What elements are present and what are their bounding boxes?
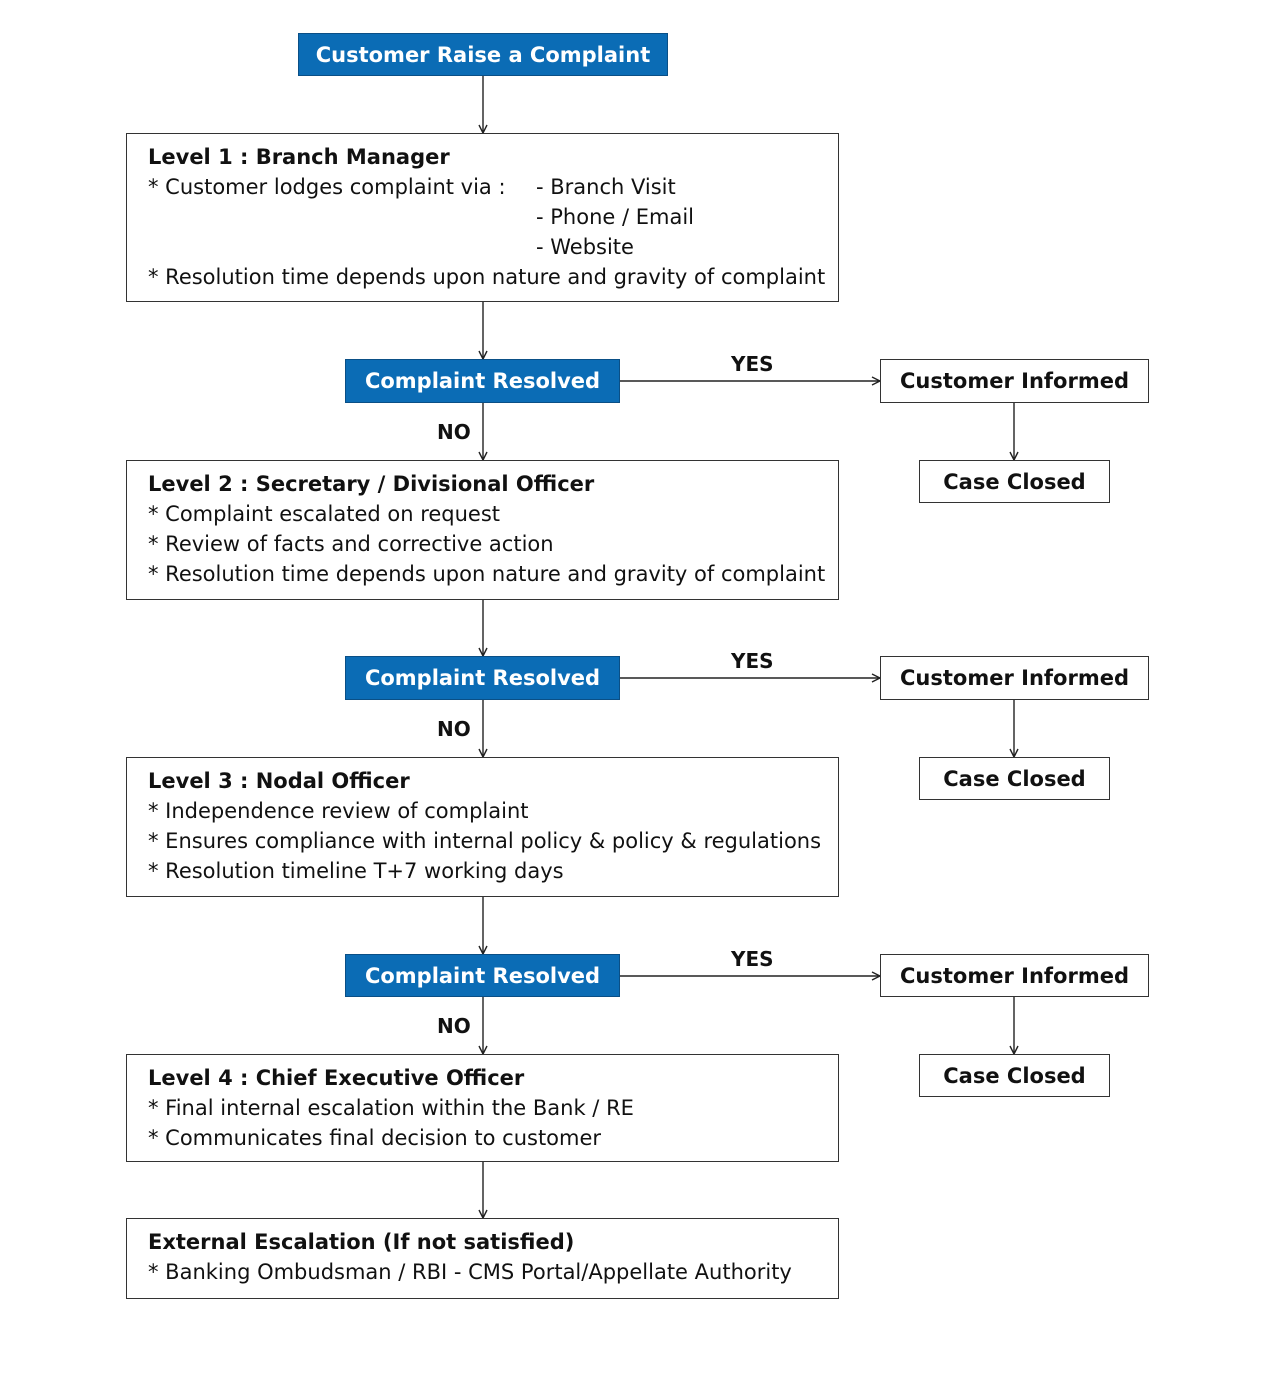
case-closed-2-label: Case Closed bbox=[943, 766, 1086, 791]
level-2-title: Level 2 : Secretary / Divisional Officer bbox=[148, 472, 595, 496]
customer-informed-3-label: Customer Informed bbox=[900, 963, 1129, 988]
customer-informed-1: Customer Informed bbox=[880, 359, 1149, 403]
customer-informed-2: Customer Informed bbox=[880, 656, 1149, 700]
level-3-title: Level 3 : Nodal Officer bbox=[148, 769, 410, 793]
level-2-line: * Complaint escalated on request bbox=[148, 502, 501, 526]
decision-2-label: Complaint Resolved bbox=[364, 666, 601, 690]
level-1-lodge-text: * Customer lodges complaint via : bbox=[148, 175, 506, 199]
case-closed-1: Case Closed bbox=[919, 460, 1110, 503]
level-1-box: Level 1 : Branch Manager * Customer lodg… bbox=[126, 133, 839, 302]
decision-2-node: Complaint Resolved bbox=[345, 656, 620, 700]
level-4-title: Level 4 : Chief Executive Officer bbox=[148, 1066, 525, 1090]
level-2-box: Level 2 : Secretary / Divisional Officer… bbox=[126, 460, 839, 600]
decision-1-yes-label: YES bbox=[731, 352, 774, 376]
start-node: Customer Raise a Complaint bbox=[298, 33, 668, 76]
level-2-line: * Review of facts and corrective action bbox=[148, 532, 554, 556]
level-4-line: * Communicates final decision to custome… bbox=[148, 1126, 602, 1150]
decision-3-yes-label: YES bbox=[731, 947, 774, 971]
level-1-channel: - Phone / Email bbox=[536, 205, 694, 229]
external-escalation-line: * Banking Ombudsman / RBI - CMS Portal/A… bbox=[148, 1260, 792, 1284]
level-3-line: * Independence review of complaint bbox=[148, 799, 529, 823]
case-closed-3: Case Closed bbox=[919, 1054, 1110, 1097]
decision-3-label: Complaint Resolved bbox=[364, 963, 601, 988]
level-1-channel: - Branch Visit bbox=[536, 175, 676, 199]
decision-2-no-label: NO bbox=[437, 717, 471, 741]
case-closed-1-label: Case Closed bbox=[943, 469, 1086, 494]
decision-1-label: Complaint Resolved bbox=[364, 369, 601, 393]
decision-1-node: Complaint Resolved bbox=[345, 359, 620, 403]
level-1-channel: - Website bbox=[536, 235, 634, 259]
external-escalation-box: External Escalation (If not satisfied) *… bbox=[126, 1218, 839, 1299]
level-3-line: * Ensures compliance with internal polic… bbox=[148, 829, 822, 853]
start-label: Customer Raise a Complaint bbox=[315, 42, 651, 67]
level-3-box: Level 3 : Nodal Officer * Independence r… bbox=[126, 757, 839, 897]
level-3-line: * Resolution timeline T+7 working days bbox=[148, 859, 564, 883]
decision-3-node: Complaint Resolved bbox=[345, 954, 620, 997]
case-closed-3-label: Case Closed bbox=[943, 1063, 1086, 1088]
level-4-box: Level 4 : Chief Executive Officer * Fina… bbox=[126, 1054, 839, 1162]
decision-2-yes-label: YES bbox=[731, 649, 774, 673]
external-escalation-title: External Escalation (If not satisfied) bbox=[148, 1230, 575, 1254]
level-1-title: Level 1 : Branch Manager bbox=[148, 145, 450, 169]
case-closed-2: Case Closed bbox=[919, 757, 1110, 800]
customer-informed-3: Customer Informed bbox=[880, 954, 1149, 997]
decision-1-no-label: NO bbox=[437, 420, 471, 444]
level-1-line: * Resolution time depends upon nature an… bbox=[148, 265, 826, 289]
level-2-line: * Resolution time depends upon nature an… bbox=[148, 562, 826, 586]
decision-3-no-label: NO bbox=[437, 1014, 471, 1038]
customer-informed-1-label: Customer Informed bbox=[900, 369, 1129, 393]
level-4-line: * Final internal escalation within the B… bbox=[148, 1096, 634, 1120]
customer-informed-2-label: Customer Informed bbox=[900, 666, 1129, 690]
